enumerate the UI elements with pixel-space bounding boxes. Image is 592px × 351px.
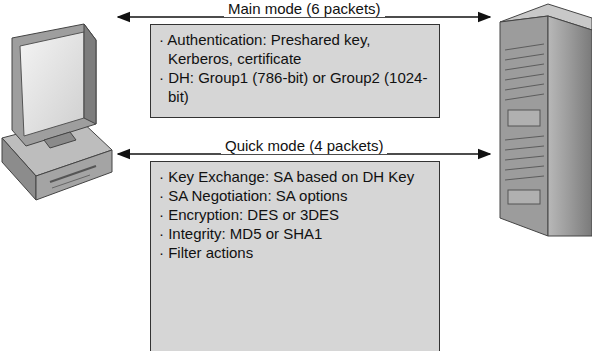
mode-label: Main mode (6 packets) [224,0,385,17]
server-icon [500,4,592,236]
bullet-text: · Key Exchange: SA based on DH Key [159,167,429,186]
bullet-text: · Authentication: Preshared key, Kerbero… [159,30,429,68]
mode-label: Quick mode (4 packets) [221,137,387,154]
computer-icon [2,24,112,200]
bullet-text: · SA Negotiation: SA options [159,186,429,205]
bullet-text: · Filter actions [159,243,429,262]
bullet-text: · Integrity: MD5 or SHA1 [159,224,429,243]
bullet-text: · DH: Group1 (786-bit) or Group2 (1024-b… [159,68,429,106]
info-box: · Authentication: Preshared key, Kerbero… [150,24,440,118]
info-box: · Key Exchange: SA based on DH Key· SA N… [150,161,440,351]
bullet-text: · Encryption: DES or 3DES [159,205,429,224]
